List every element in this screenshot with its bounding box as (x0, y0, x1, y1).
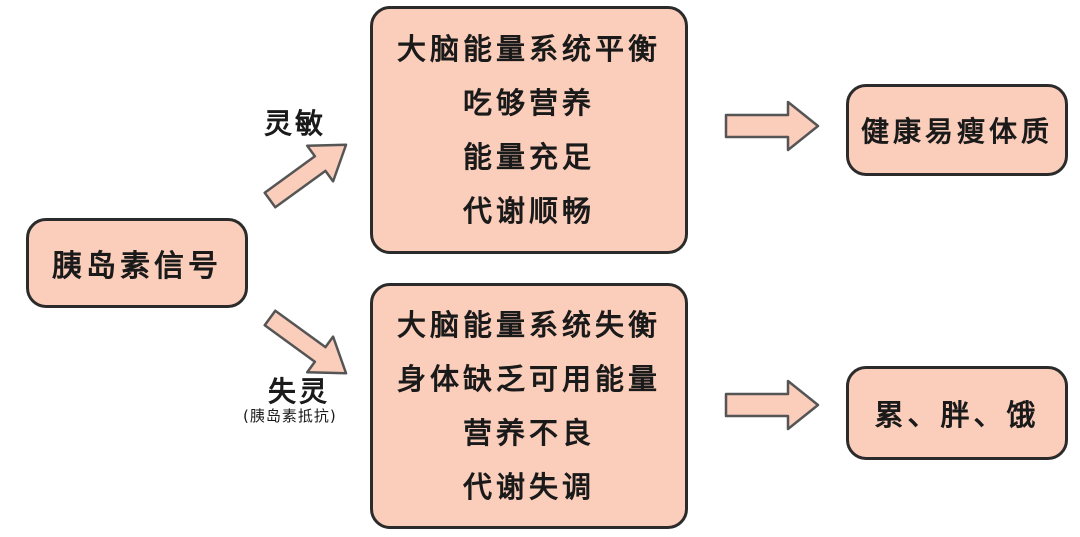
arrow-to-tired (724, 379, 820, 431)
balanced-state-box: 大脑能量系统平衡 吃够营养 能量充足 代谢顺畅 (370, 6, 688, 254)
imbalanced-line: 营养不良 (462, 416, 595, 450)
balanced-line: 代谢顺畅 (462, 194, 595, 228)
insulin-resistance-sublabel: (胰岛素抵抗) (243, 407, 337, 425)
imbalanced-state-box: 大脑能量系统失衡 身体缺乏可用能量 营养不良 代谢失调 (370, 283, 688, 529)
healthy-result-text: 健康易瘦体质 (860, 115, 1053, 148)
healthy-result-box: 健康易瘦体质 (846, 84, 1068, 176)
arrow-to-healthy (724, 100, 820, 152)
arrow-to-balance (263, 143, 348, 209)
resistant-label: 失灵 (268, 375, 331, 408)
balanced-line: 大脑能量系统平衡 (396, 32, 661, 66)
imbalanced-line: 身体缺乏可用能量 (396, 362, 661, 396)
sensitive-label: 灵敏 (264, 107, 327, 140)
insulin-signal-box: 胰岛素信号 (26, 218, 248, 308)
balanced-line: 吃够营养 (462, 86, 595, 120)
imbalanced-line: 大脑能量系统失衡 (396, 308, 661, 342)
tired-result-box: 累、胖、饿 (846, 366, 1068, 460)
arrow-to-imbalance (263, 309, 348, 375)
imbalanced-line: 代谢失调 (462, 470, 595, 504)
tired-result-text: 累、胖、饿 (874, 398, 1040, 432)
insulin-signal-text: 胰岛素信号 (52, 249, 222, 284)
balanced-line: 能量充足 (462, 140, 595, 174)
